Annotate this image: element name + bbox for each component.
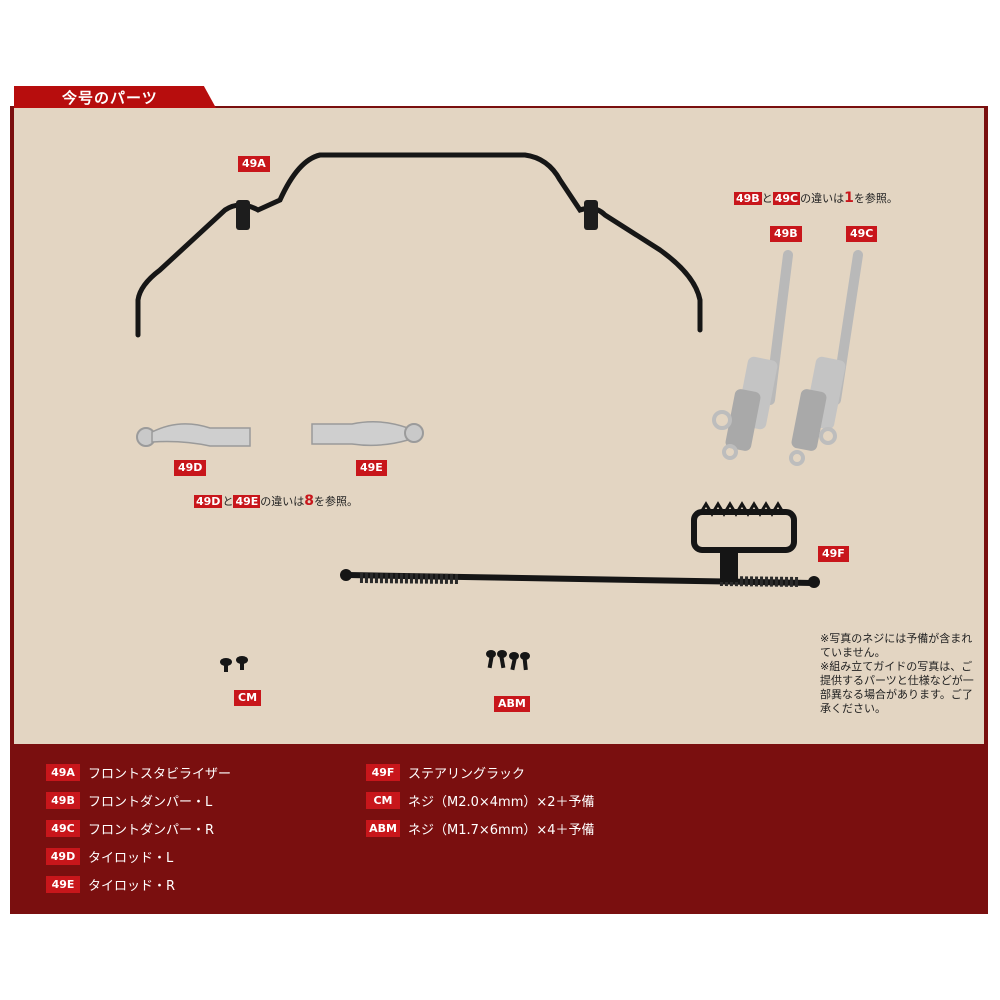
part-name: タイロッド・R xyxy=(88,878,176,894)
label-49e: 49E xyxy=(356,460,387,476)
parts-list: 49A フロントスタビライザー 49B フロントダンパー・L 49C フロントダ… xyxy=(14,744,984,914)
part-name: ステアリングラック xyxy=(408,766,526,782)
list-item: 49D タイロッド・L xyxy=(46,846,173,866)
stabilizer-bushing-left xyxy=(236,200,250,230)
label-49c: 49C xyxy=(846,226,878,242)
part-code: 49B xyxy=(46,791,80,809)
part-name: ネジ（M2.0×4mm）×2＋予備 xyxy=(408,794,595,810)
label-49b: 49B xyxy=(770,226,802,242)
damper-left xyxy=(712,250,793,460)
part-code: 49F xyxy=(366,763,400,781)
part-name: ネジ（M1.7×6mm）×4＋予備 xyxy=(408,822,595,838)
part-name: フロントダンパー・L xyxy=(88,794,213,810)
part-name: タイロッド・L xyxy=(88,850,174,866)
list-item: ABM ネジ（M1.7×6mm）×4＋予備 xyxy=(366,818,595,838)
label-49f: 49F xyxy=(818,546,849,562)
section-header: 今号のパーツ xyxy=(14,86,216,108)
part-code: 49A xyxy=(46,763,80,781)
tie-rod-left xyxy=(136,423,251,447)
label-abm: ABM xyxy=(494,696,530,712)
part-code: ABM xyxy=(366,819,400,837)
footnote-line-2: ※組み立てガイドの写真は、ご提供するパーツと仕様などが一部異なる場合があります。… xyxy=(820,660,974,715)
footnote: ※写真のネジには予備が含まれていません。 ※組み立てガイドの写真は、ご提供するパ… xyxy=(820,632,980,716)
label-cm: CM xyxy=(234,690,262,706)
part-name: フロントダンパー・R xyxy=(88,822,215,838)
stabilizer-bushing-right xyxy=(584,200,598,230)
list-item: 49E タイロッド・R xyxy=(46,874,175,894)
part-name: フロントスタビライザー xyxy=(88,766,232,782)
footnote-line-1: ※写真のネジには予備が含まれていません。 xyxy=(820,632,973,659)
tie-rod-right xyxy=(311,421,424,447)
steering-rack xyxy=(340,501,820,588)
part-code: 49D xyxy=(46,847,80,865)
damper-right xyxy=(789,250,863,466)
list-item: 49A フロントスタビライザー xyxy=(46,762,231,782)
section-title: 今号のパーツ xyxy=(62,89,158,107)
part-code: CM xyxy=(366,791,400,809)
list-item: 49F ステアリングラック xyxy=(366,762,525,782)
list-item: CM ネジ（M2.0×4mm）×2＋予備 xyxy=(366,790,595,810)
list-item: 49C フロントダンパー・R xyxy=(46,818,214,838)
part-code: 49C xyxy=(46,819,80,837)
part-code: 49E xyxy=(46,875,80,893)
abm-screws xyxy=(486,650,530,671)
stabilizer-bar xyxy=(135,152,703,338)
list-item: 49B フロントダンパー・L xyxy=(46,790,212,810)
cm-screws xyxy=(220,656,248,672)
label-49d: 49D xyxy=(174,460,207,476)
label-49a: 49A xyxy=(238,156,270,172)
